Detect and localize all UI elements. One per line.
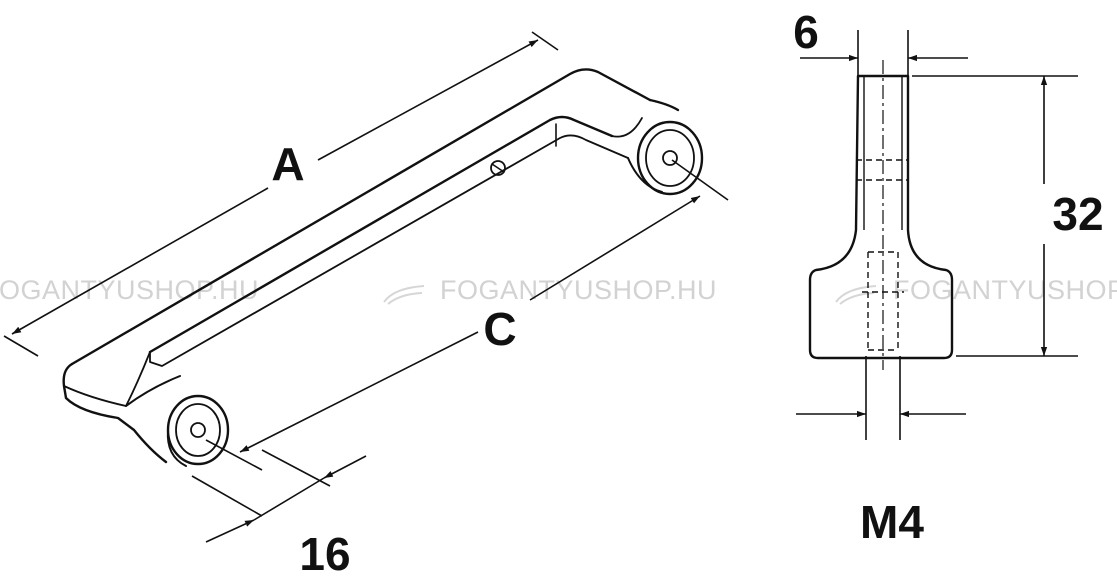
side-view-outline (808, 74, 954, 360)
handle-outer-edge (70, 68, 652, 366)
right-leg-body (648, 98, 680, 112)
dimension-a (3, 31, 559, 357)
left-boss-outer (166, 394, 230, 466)
dimension-m4-label: M4 (860, 496, 924, 548)
right-boss-hole (662, 150, 678, 166)
dimension-a-line-upper (317, 39, 539, 161)
dimension-a-line-lower (11, 187, 269, 335)
handle-side-view (808, 74, 954, 360)
handle-inner-edge (148, 115, 614, 354)
dimension-c-line-lower (239, 331, 479, 453)
watermark-logo-icon (383, 285, 425, 305)
left-leg-body (62, 362, 168, 464)
dimension-c-line-upper (529, 195, 701, 301)
dimension-m4 (796, 356, 966, 440)
watermark-center: FOGANTYUSHOP.HU (440, 275, 717, 305)
dimension-16 (191, 449, 367, 543)
watermark-logo-icon-2 (835, 285, 877, 305)
dimension-6 (800, 30, 968, 76)
watermark-group: FOGANTYUSHOP.HU FOGANTYUSHOP.HU FOGANTYU… (0, 275, 1117, 305)
watermark-left: FOGANTYUSHOP.HU (0, 275, 259, 305)
dimension-16-label: 16 (299, 528, 350, 580)
dimension-a-label: A (271, 138, 304, 190)
dimension-6-label: 6 (793, 6, 819, 58)
dimension-c (205, 159, 729, 471)
right-boss-outer (636, 120, 704, 196)
side-view-hidden-lines (856, 159, 908, 351)
right-boss-inner (645, 129, 695, 187)
handle-underside-line (149, 134, 629, 367)
handle-isometric-view (62, 68, 704, 467)
dimension-32 (912, 75, 1078, 357)
bar-screw-detail (490, 160, 506, 176)
left-boss-hole (190, 422, 206, 438)
watermark-right: FOGANTYUSHOP.HU (893, 275, 1117, 305)
left-boss-inner (175, 403, 221, 457)
dimension-c-label: C (483, 303, 516, 355)
dimension-32-label: 32 (1052, 188, 1103, 240)
